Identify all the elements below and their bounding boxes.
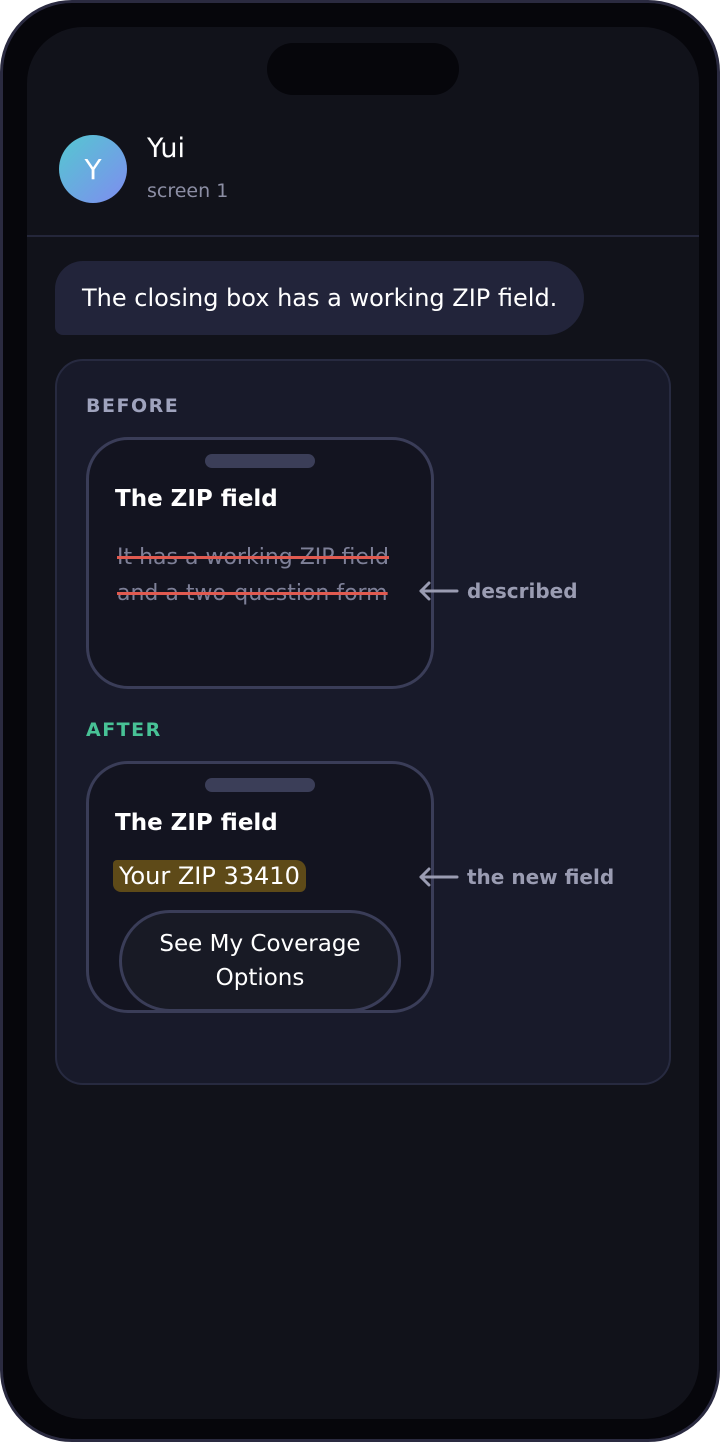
chat-header: Y Yui screen 1: [27, 27, 699, 237]
arrow-left-icon: [419, 867, 459, 887]
after-label: AFTER: [86, 719, 162, 741]
contact-subtitle: screen 1: [147, 180, 229, 202]
before-title: The ZIP field: [115, 486, 278, 512]
zip-field-highlight[interactable]: Your ZIP 33410: [113, 860, 306, 892]
arrow-left-icon: [419, 581, 459, 601]
before-after-card: BEFORE The ZIP field It has a working ZI…: [55, 359, 671, 1085]
avatar[interactable]: Y: [59, 135, 127, 203]
after-annotation: the new field: [417, 865, 614, 889]
before-mockup: The ZIP field It has a working ZIP field…: [86, 437, 434, 689]
struck-description: It has a working ZIP field and a two-que…: [117, 540, 397, 612]
mockup-notch: [205, 454, 315, 468]
dynamic-island: [267, 43, 459, 95]
see-coverage-button[interactable]: See My Coverage Options: [119, 910, 401, 1012]
before-annotation: described: [417, 579, 578, 603]
mockup-notch: [205, 778, 315, 792]
after-title: The ZIP field: [115, 810, 278, 836]
message-bubble: The closing box has a working ZIP field.: [55, 261, 585, 335]
phone-screen: Y Yui screen 1 The closing box has a wor…: [27, 27, 699, 1419]
struck-text: It has a working ZIP field and a two-que…: [117, 545, 390, 606]
contact-name: Yui: [147, 133, 186, 164]
annotation-text: the new field: [467, 865, 615, 889]
annotation-text: described: [467, 579, 578, 603]
message-text: The closing box has a working ZIP field.: [82, 284, 558, 312]
after-mockup: The ZIP field Your ZIP 33410 See My Cove…: [86, 761, 434, 1013]
before-label: BEFORE: [86, 395, 180, 417]
